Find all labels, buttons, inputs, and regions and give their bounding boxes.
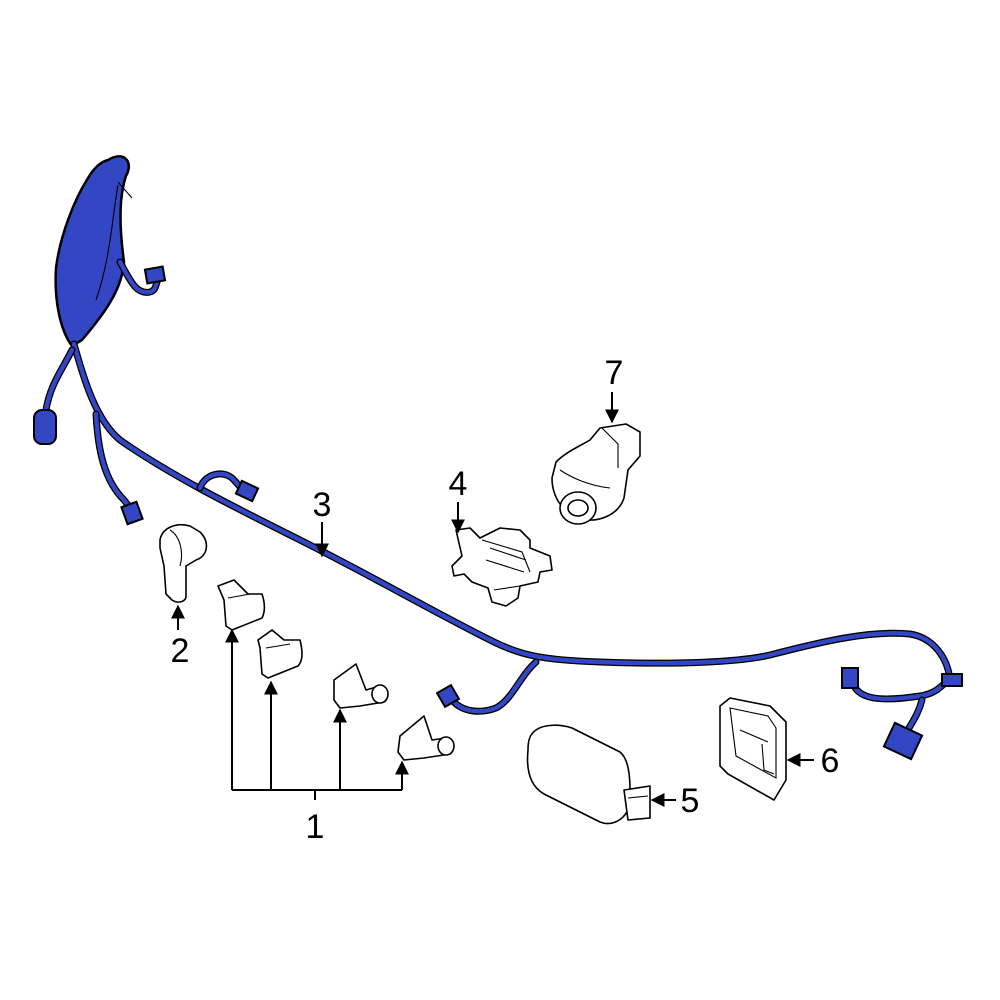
callout-6: 6 (821, 742, 840, 780)
callout-2-group: 2 (171, 604, 190, 670)
harness-branch-lower (448, 658, 540, 715)
upper-connector (143, 265, 167, 285)
right-top-connector (841, 667, 963, 689)
part-1-sensor-b[interactable] (257, 629, 303, 679)
wiring-harness[interactable] (33, 155, 963, 761)
lower-connector (435, 683, 461, 709)
callout-7-group: 7 (605, 354, 624, 424)
harness-sleeve (54, 155, 131, 348)
part-1-sensor-c[interactable] (333, 663, 389, 709)
lower-left-connector (120, 500, 144, 526)
harness-branch-right (848, 676, 952, 734)
callout-2: 2 (171, 632, 190, 670)
callout-4: 4 (449, 465, 468, 503)
right-bottom-connector (882, 721, 924, 761)
part-5-lamp[interactable] (526, 724, 651, 825)
callout-6-group: 6 (786, 742, 840, 780)
callout-4-group: 4 (449, 465, 468, 534)
loop-connector (234, 479, 260, 503)
callout-5-group: 5 (650, 782, 700, 820)
callout-1: 1 (306, 808, 325, 846)
harness-main-trunk (70, 340, 954, 684)
callout-5: 5 (681, 782, 700, 820)
harness-branch-left (42, 346, 76, 414)
round-connector (33, 409, 57, 445)
part-6-housing[interactable] (719, 697, 787, 801)
part-4-bracket[interactable] (451, 527, 553, 607)
part-2-sensor-bracket[interactable] (159, 524, 208, 603)
part-7-camera[interactable] (551, 423, 641, 525)
harness-branch-down (92, 410, 138, 516)
part-1-sensor-d[interactable] (397, 715, 455, 761)
callout-3: 3 (313, 486, 332, 524)
callout-3-group: 3 (313, 486, 332, 558)
callout-1-group: 1 (225, 628, 409, 846)
part-1-sensor-a[interactable] (217, 579, 266, 631)
callout-7: 7 (605, 354, 624, 392)
